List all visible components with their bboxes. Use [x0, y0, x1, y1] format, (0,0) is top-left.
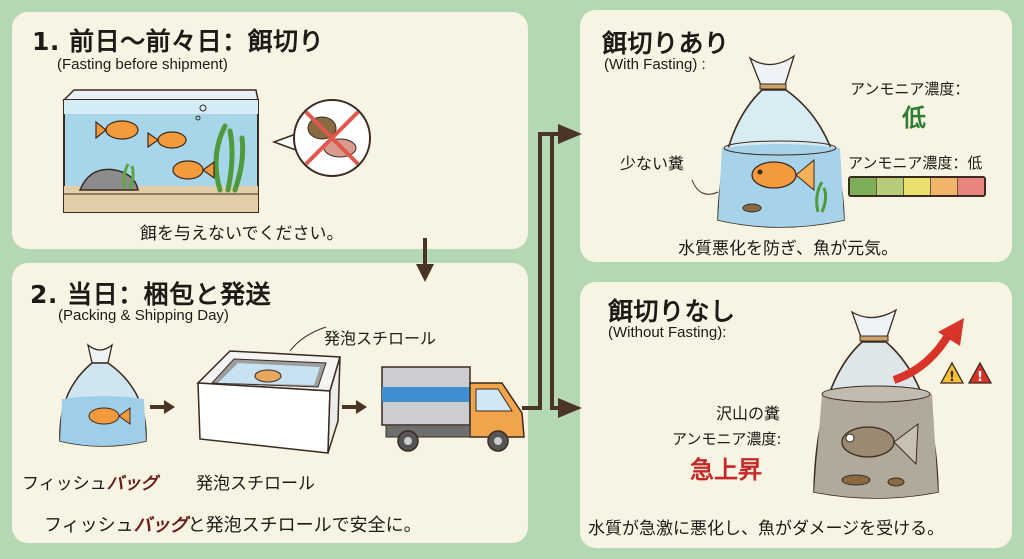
step2-caption-prefix: フィッシュ	[44, 515, 134, 536]
without-fasting-title: 餌切りなし	[608, 297, 736, 326]
styrofoam-box-label: 発泡スチロール	[196, 474, 315, 494]
dirty-fish-bag-icon	[813, 308, 939, 499]
meter-segment-1	[850, 178, 877, 195]
styrofoam-box-icon	[196, 326, 341, 454]
meter-segment-5	[958, 178, 984, 195]
with-fasting-waste-label: 少ない糞	[620, 154, 685, 173]
with-fasting-title: 餌切りあり	[602, 29, 730, 58]
step2-caption-bold: バッグ	[133, 515, 188, 536]
trend-up-arrow-icon	[892, 318, 964, 384]
meter-segment-3	[904, 178, 931, 195]
fish-bag-label-bold: バッグ	[106, 474, 158, 494]
with-fasting-panel: 餌切りあり (With Fasting) : 少ない糞 アンモニア濃度： 低 ア…	[580, 10, 1012, 262]
arrow-right-icon	[342, 400, 367, 414]
step2-subtitle: (Packing & Shipping Day)	[58, 307, 229, 324]
without-fasting-ammonia-label: アンモニア濃度:	[672, 430, 782, 448]
without-fasting-ammonia-value: 急上昇	[690, 456, 762, 484]
step2-caption: フィッシュバッグと発泡スチロールで安全に。	[44, 511, 422, 537]
without-fasting-caption: 水質が急激に悪化し、魚がダメージを受ける。	[588, 519, 945, 539]
delivery-truck-icon	[381, 366, 525, 452]
step1-title: 1. 前日〜前々日：餌切り	[32, 27, 325, 56]
without-fasting-waste-label: 沢山の糞	[716, 404, 781, 423]
warning-yellow-icon: !	[939, 361, 965, 385]
fish-bag-label: フィッシュバッグ	[22, 469, 158, 494]
with-fasting-ammonia-label: アンモニア濃度：	[850, 80, 970, 98]
svg-text:!: !	[949, 370, 955, 385]
arrow-right-icon	[150, 400, 175, 414]
arrow-to-without-fasting	[558, 398, 582, 418]
step1-caption: 餌を与えないでください。	[140, 224, 344, 244]
without-fasting-subtitle: (Without Fasting):	[608, 324, 727, 341]
no-food-icon	[271, 99, 371, 177]
svg-text:!: !	[977, 370, 983, 385]
with-fasting-caption: 水質悪化を防ぎ、魚が元気。	[678, 239, 899, 259]
step2-caption-suffix: と発泡スチロールで安全に。	[187, 515, 422, 536]
without-fasting-panel: 餌切りなし (Without Fasting): ! ! 沢山の糞 アンモニア濃…	[580, 282, 1012, 548]
aquarium-illustration	[62, 89, 259, 213]
meter-segment-2	[877, 178, 904, 195]
arrow-to-with-fasting	[558, 124, 582, 144]
with-fasting-ammonia-value: 低	[902, 104, 926, 132]
ammonia-meter	[848, 176, 986, 197]
warning-red-icon: !	[967, 361, 993, 385]
step1-panel: 1. 前日〜前々日：餌切り (Fasting before shipment) …	[12, 12, 528, 249]
ammonia-meter-label: アンモニア濃度：低	[848, 154, 983, 172]
with-fasting-subtitle: (With Fasting) :	[604, 56, 706, 73]
step2-title: 2. 当日：梱包と発送	[30, 280, 272, 309]
step1-subtitle: (Fasting before shipment)	[57, 56, 228, 73]
meter-segment-4	[931, 178, 958, 195]
clean-fish-bag-icon	[691, 54, 845, 228]
step2-panel: 2. 当日：梱包と発送 (Packing & Shipping Day) 発泡ス…	[12, 263, 528, 543]
fish-bag-label-prefix: フィッシュ	[22, 474, 107, 494]
fish-bag-icon	[59, 343, 147, 447]
styrofoam-callout-label: 発泡スチロール	[324, 329, 437, 348]
